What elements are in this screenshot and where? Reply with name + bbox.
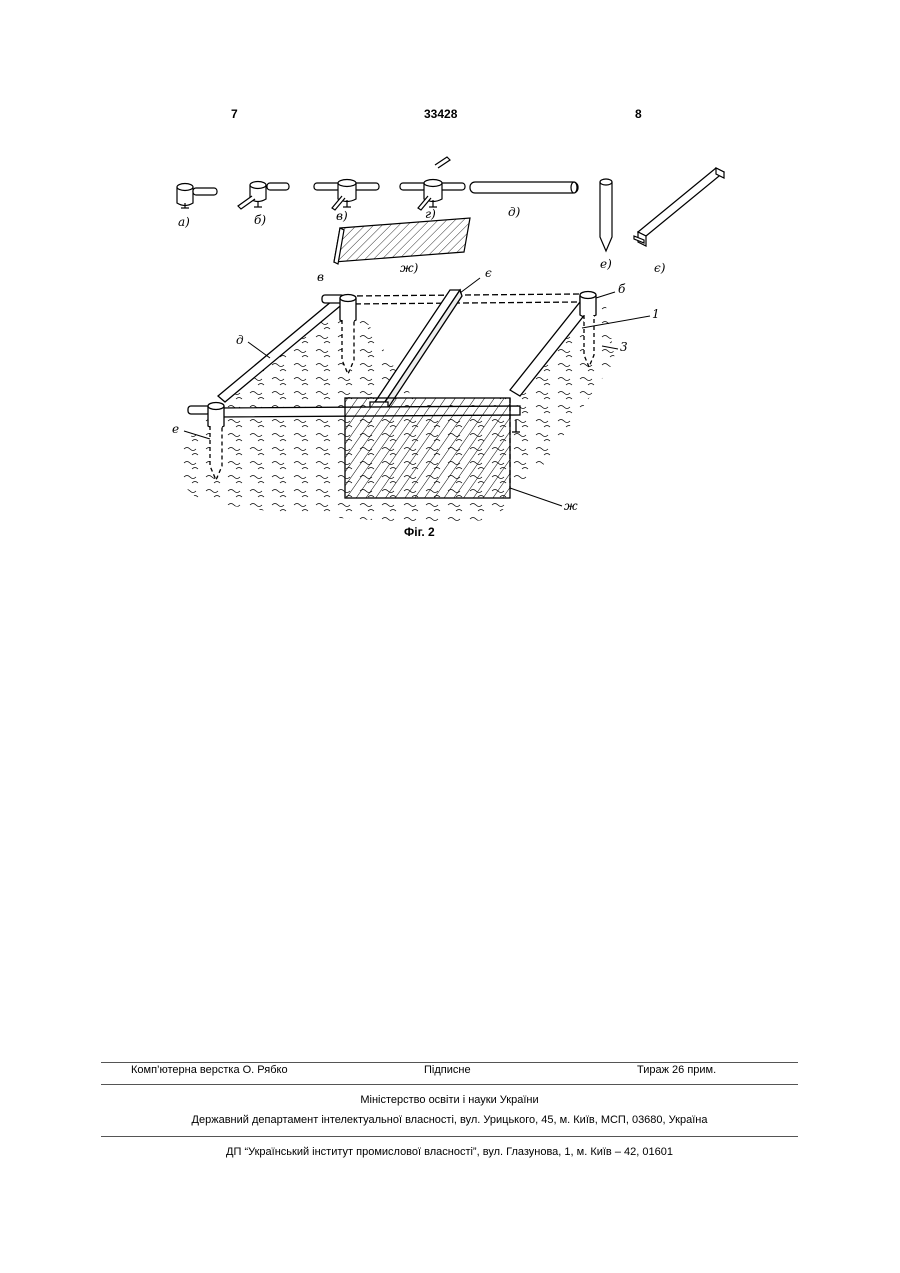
svg-text:б): б) [254, 213, 266, 227]
part-tube-d [470, 182, 578, 193]
footer-divider [101, 1084, 798, 1085]
footer-typesetting: Комп’ютерна верстка О. Рябко [131, 1064, 288, 1076]
footer-divider [101, 1062, 798, 1063]
part-stake-e [600, 179, 612, 251]
footer-ministry: Міністерство освіти і науки України [101, 1094, 798, 1106]
svg-text:3: 3 [620, 340, 628, 354]
page-number-right: 8 [635, 107, 642, 121]
footer-department: Державний департамент інтелектуальної вл… [101, 1114, 798, 1126]
part-sheet-zh [334, 218, 470, 264]
figure-caption: Фіг. 2 [404, 525, 435, 539]
svg-text:1: 1 [652, 307, 660, 321]
svg-text:б: б [618, 282, 626, 296]
part-clamp-a [177, 184, 217, 209]
part-clamp-b [238, 182, 289, 210]
svg-text:ж): ж) [400, 261, 419, 275]
svg-text:а): а) [178, 215, 190, 229]
part-clamp-g [400, 157, 465, 210]
svg-text:е: е [172, 422, 179, 436]
svg-text:ж: ж [564, 499, 578, 513]
assembly-hatched-panel [345, 398, 510, 498]
part-guide-ye [634, 168, 724, 246]
footer-print-run: Тираж 26 прим. [637, 1064, 716, 1076]
svg-text:в: в [317, 270, 324, 284]
svg-text:г): г) [425, 207, 436, 221]
svg-text:в): в) [336, 209, 348, 223]
part-clamp-v [314, 180, 379, 211]
svg-text:д): д) [508, 205, 521, 219]
svg-text:є: є [485, 266, 492, 280]
svg-text:д: д [236, 333, 244, 347]
footer-divider [101, 1136, 798, 1137]
footer-publisher: ДП “Український інститут промислової вла… [101, 1146, 798, 1158]
footer-signed: Підписне [424, 1064, 471, 1076]
svg-text:є): є) [654, 261, 666, 275]
svg-text:е): е) [600, 257, 612, 271]
patent-drawing-fig-2: а) б) в) г) д) е) є) ж) [160, 150, 740, 540]
page-number-left: 7 [231, 107, 238, 121]
patent-number: 33428 [424, 107, 457, 121]
